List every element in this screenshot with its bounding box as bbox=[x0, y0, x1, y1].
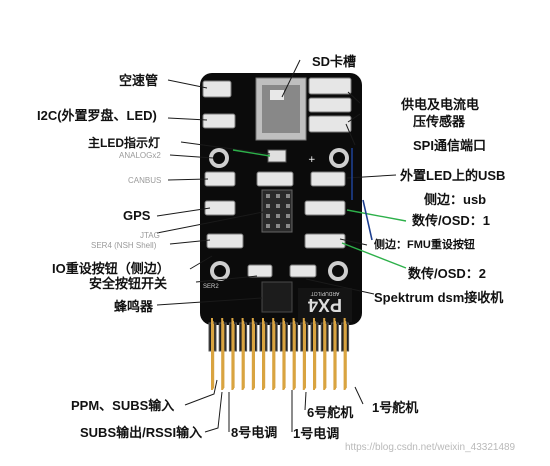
servo6-label: 6号舵机 bbox=[307, 405, 354, 420]
header-pin bbox=[242, 324, 245, 388]
i2c-label: I2C(外置罗盘、LED) bbox=[37, 108, 157, 123]
io-reset-label: IO重设按钮（侧边） bbox=[52, 261, 170, 276]
sd-card-slot bbox=[255, 77, 307, 141]
leader-lines bbox=[156, 59, 397, 433]
header-pin bbox=[253, 324, 255, 388]
svg-text:ARDUPILOT: ARDUPILOT bbox=[311, 290, 340, 296]
main-led bbox=[267, 149, 287, 163]
header-pin bbox=[263, 324, 266, 388]
header-pin bbox=[273, 324, 276, 388]
header-pin bbox=[293, 324, 296, 388]
sd-card-slot-label: SD卡槽 bbox=[312, 54, 357, 69]
header-pin bbox=[324, 324, 327, 388]
main-led-label: 主LED指示灯 bbox=[88, 136, 161, 150]
spi-label: SPI通信端口 bbox=[413, 138, 486, 153]
ser2-label: SER2 bbox=[203, 284, 219, 290]
header-pin bbox=[283, 324, 286, 388]
svg-text:PX4: PX4 bbox=[308, 295, 342, 315]
buzzer-label: 蜂鸣器 bbox=[114, 299, 154, 314]
ser4-label: SER4 (NSH Shell) bbox=[91, 241, 157, 250]
spektrum-label: Spektrum dsm接收机 bbox=[374, 290, 504, 305]
blue-accents bbox=[351, 148, 373, 241]
highlight-lines bbox=[232, 149, 407, 269]
analog-label: ANALOGx2 bbox=[119, 151, 161, 160]
telemetry2-label: 数传/OSD：2 bbox=[408, 266, 487, 281]
axis-mark: + bbox=[308, 155, 316, 165]
power-label-line2: 压传感器 bbox=[413, 114, 466, 129]
subs-out-rssi-label: SUBS输出/RSSI输入 bbox=[80, 425, 203, 440]
jtag-header bbox=[261, 189, 293, 233]
gps-label: GPS bbox=[123, 208, 151, 223]
header-pin bbox=[344, 324, 347, 388]
header-pin bbox=[314, 324, 317, 388]
header-pin bbox=[222, 324, 225, 388]
airspeed-label: 空速管 bbox=[119, 73, 159, 88]
px4-logo: PX4 ARDUPILOT bbox=[298, 288, 352, 322]
esc8-label: 8号电调 bbox=[231, 425, 278, 440]
watermark: https://blog.csdn.net/weixin_43321489 bbox=[345, 442, 516, 453]
header-pin bbox=[304, 324, 306, 388]
telemetry1-label: 数传/OSD：1 bbox=[412, 213, 491, 228]
fmu-reset-label: 侧边：FMU重设按钮 bbox=[374, 239, 475, 251]
mounting-holes bbox=[209, 148, 349, 281]
power-label: 供电及电流电 bbox=[401, 97, 480, 112]
esc1-label: 1号电调 bbox=[293, 426, 340, 441]
header-pin bbox=[212, 324, 215, 388]
ppm-subs-input-label: PPM、SUBS输入 bbox=[71, 398, 175, 413]
servo1-label: 1号舵机 bbox=[372, 400, 419, 415]
side-usb-label: 侧边：usb bbox=[424, 192, 487, 207]
safety-switch bbox=[261, 281, 293, 313]
external-usb-label: 外置LED上的USB bbox=[400, 168, 506, 183]
header-pin bbox=[232, 324, 235, 388]
servo-header-pins bbox=[208, 318, 350, 390]
header-pin bbox=[334, 324, 337, 388]
canbus-label: CANBUS bbox=[128, 176, 162, 185]
jtag-label: JTAG bbox=[140, 231, 160, 240]
connectors bbox=[202, 77, 352, 278]
safety-switch-label: 安全按钮开关 bbox=[89, 276, 168, 291]
